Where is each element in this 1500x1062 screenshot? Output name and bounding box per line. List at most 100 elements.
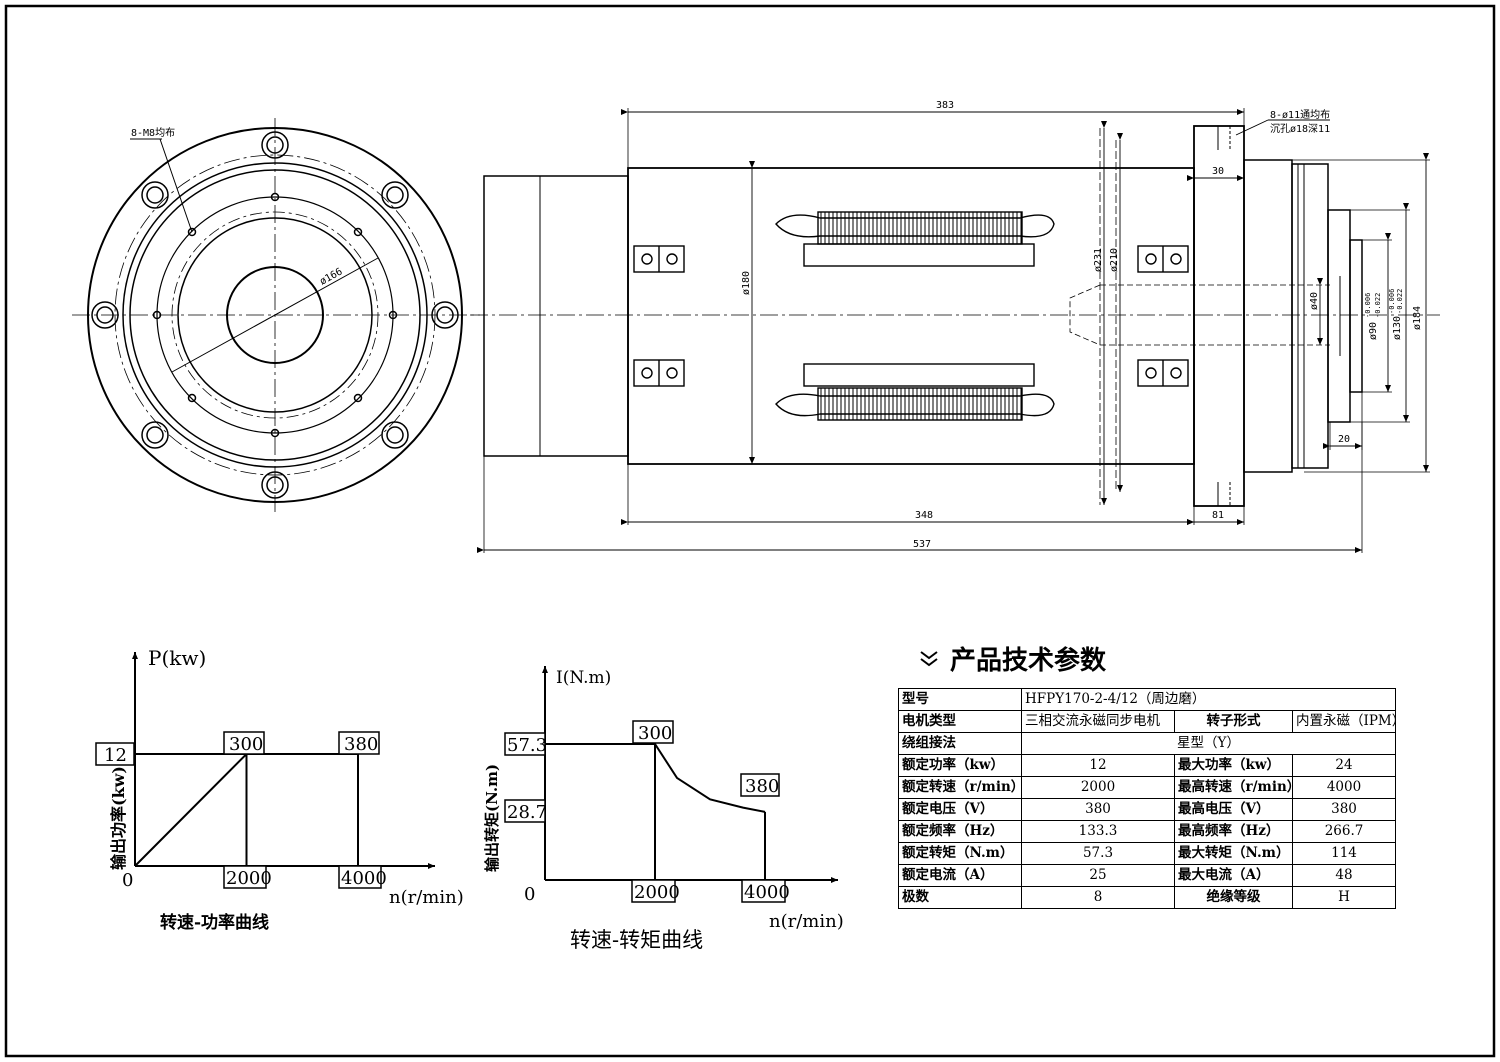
m8-tapped-holes [152, 192, 398, 438]
dim-180: ø180 [741, 271, 752, 295]
power-x-tick-2000: 2000 [226, 868, 272, 889]
dim-130-tol-low: -0.022 [1396, 289, 1404, 314]
dim-210: ø210 [1109, 248, 1120, 272]
cooling-coil-lower [775, 363, 1055, 421]
torque-chart [504, 666, 838, 903]
spec-value: 星型（Y） [1020, 732, 1397, 755]
spec-value: 114 [1291, 842, 1397, 865]
spec-key: 额定频率（Hz） [898, 820, 1022, 843]
front-hole-note: 8-M8均布 [131, 127, 175, 139]
spec-value: 2000 [1021, 776, 1175, 799]
dim-537: 537 [913, 539, 931, 550]
power-y-side-label: 输出功率(kw) [109, 766, 128, 870]
spec-title: 产品技术参数 [918, 640, 1106, 677]
table-row: 额定电流（A） 25 最大电流（A） 48 [898, 864, 1397, 887]
flange-bolt-holes [91, 131, 459, 499]
power-y-axis-label: P(kw) [148, 646, 206, 670]
dim-30: 30 [1212, 166, 1224, 177]
spec-value: 三相交流永磁同步电机 [1021, 710, 1175, 733]
spec-value: 380 [1291, 798, 1397, 821]
dim-90-tol-up: -0.006 [1364, 293, 1372, 318]
spec-key: 绝缘等级 [1174, 886, 1293, 909]
table-row: 额定电压（V） 380 最高电压（V） 380 [898, 798, 1397, 821]
spec-table: 型号 HFPY170-2-4/12（周边磨） 电机类型 三相交流永磁同步电机 转… [898, 688, 1397, 909]
spec-key: 最大转矩（N.m） [1174, 842, 1293, 865]
front-diameter-label: ø166 [318, 266, 344, 287]
spec-key: 型号 [898, 688, 1022, 711]
spec-value: 24 [1291, 754, 1397, 777]
power-x-axis-label: n(r/min) [389, 887, 464, 908]
table-row: 电机类型 三相交流永磁同步电机 转子形式 内置永磁（IPM） [898, 710, 1397, 733]
dim-383: 383 [936, 100, 954, 111]
power-chart [95, 652, 435, 889]
dim-184: ø184 [1412, 306, 1423, 330]
spec-value: 12 [1021, 754, 1175, 777]
torque-y-tick-28-7: 28.7 [507, 802, 547, 823]
drawing-border [4, 4, 1496, 1058]
spec-key: 极数 [898, 886, 1022, 909]
table-row: 绕组接法 星型（Y） [898, 732, 1397, 755]
power-annotation-380: 380 [344, 734, 378, 755]
spec-value: 4000 [1291, 776, 1397, 799]
dim-81: 81 [1212, 510, 1224, 521]
torque-x-tick-4000: 4000 [744, 882, 790, 903]
side-dimensions: 383 8-ø11通均布 沉孔ø18深11 30 ø180 ø231 ø210 … [741, 100, 1423, 550]
torque-y-axis-label: I(N.m) [556, 668, 611, 688]
table-row: 额定转速（r/min） 2000 最高转速（r/min） 4000 [898, 776, 1397, 799]
slot-bolts [633, 245, 1189, 387]
torque-x-tick-2000: 2000 [634, 882, 680, 903]
spec-key: 绕组接法 [898, 732, 1022, 755]
spec-value: 48 [1291, 864, 1397, 887]
power-y-tick-12: 12 [104, 745, 127, 766]
double-chevron-down-icon [918, 646, 940, 676]
torque-y-side-label: 输出转矩(N.m) [483, 764, 501, 872]
side-view [470, 108, 1440, 553]
dim-130-tol-up: -0.006 [1388, 289, 1396, 314]
dim-130: ø130 [1392, 316, 1403, 340]
table-row: 额定频率（Hz） 133.3 最高频率（Hz） 266.7 [898, 820, 1397, 843]
torque-series-line [545, 743, 766, 813]
spec-key: 额定功率（kw） [898, 754, 1022, 777]
dim-20: 20 [1338, 434, 1350, 445]
dim-90-tol-low: -0.022 [1374, 293, 1382, 318]
spec-title-text: 产品技术参数 [950, 646, 1107, 676]
spec-value: 57.3 [1021, 842, 1175, 865]
power-chart-caption: 转速-功率曲线 [160, 912, 269, 933]
spec-value: 266.7 [1291, 820, 1397, 843]
spec-key: 电机类型 [898, 710, 1022, 733]
spec-value: 380 [1021, 798, 1175, 821]
torque-y-tick-57-3: 57.3 [507, 735, 547, 756]
power-x-tick-4000: 4000 [341, 868, 387, 889]
torque-x-axis-label: n(r/min) [769, 911, 844, 932]
spec-key: 额定电压（V） [898, 798, 1022, 821]
dim-40: ø40 [1309, 292, 1320, 310]
torque-annotation-380: 380 [745, 776, 779, 797]
power-annotation-300: 300 [229, 734, 263, 755]
spec-key: 最大功率（kw） [1174, 754, 1293, 777]
dim-90: ø90 [1368, 322, 1379, 340]
spec-key: 最高转速（r/min） [1174, 776, 1293, 799]
torque-chart-caption: 转速-转矩曲线 [570, 928, 703, 952]
spec-key: 最高电压（V） [1174, 798, 1293, 821]
flange-hole-note-2: 沉孔ø18深11 [1270, 122, 1330, 135]
spec-value: 8 [1021, 886, 1175, 909]
spec-value: 内置永磁（IPM） [1291, 710, 1397, 733]
torque-origin-label: 0 [524, 884, 535, 905]
spec-key: 额定电流（A） [898, 864, 1022, 887]
spec-key: 额定转速（r/min） [898, 776, 1022, 799]
spec-key: 转子形式 [1174, 710, 1293, 733]
spec-value: HFPY170-2-4/12（周边磨） [1020, 688, 1397, 711]
cooling-coil-upper [775, 211, 1055, 267]
front-view [72, 118, 480, 512]
spec-key: 最大电流（A） [1174, 864, 1293, 887]
dim-231: ø231 [1093, 248, 1104, 272]
table-row: 额定转矩（N.m） 57.3 最大转矩（N.m） 114 [898, 842, 1397, 865]
table-row: 型号 HFPY170-2-4/12（周边磨） [898, 688, 1397, 711]
dim-348: 348 [915, 510, 933, 521]
table-row: 额定功率（kw） 12 最大功率（kw） 24 [898, 754, 1397, 777]
power-origin-label: 0 [122, 870, 133, 891]
spec-key: 额定转矩（N.m） [898, 842, 1022, 865]
spec-key: 最高频率（Hz） [1174, 820, 1293, 843]
table-row: 极数 8 绝缘等级 H [898, 886, 1397, 909]
spec-value: H [1291, 886, 1397, 909]
